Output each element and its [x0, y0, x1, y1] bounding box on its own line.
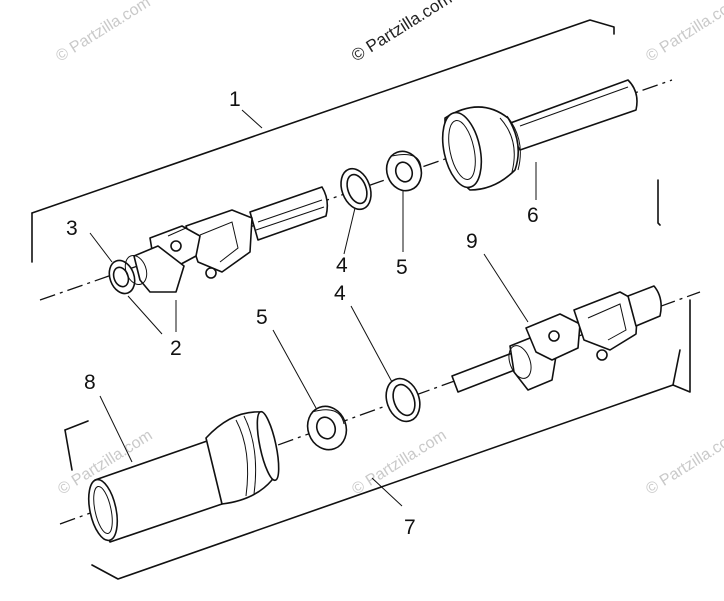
part-8-tube-boot — [87, 410, 280, 543]
watermark-top-right: © Partzilla.com — [643, 0, 724, 65]
callout-1: 1 — [229, 88, 241, 111]
callout-6: 6 — [527, 204, 539, 227]
callout-9: 9 — [466, 230, 478, 253]
callout-7: 7 — [404, 516, 416, 539]
watermark-main: © Partzilla.com — [348, 0, 455, 65]
part-4-ring-bottom — [385, 377, 421, 423]
callout-3: 3 — [66, 217, 78, 240]
upper-assembly-bracket — [31, 19, 661, 263]
lower-u-joint-assembly — [451, 285, 662, 393]
watermark-top-left: © Partzilla.com — [53, 0, 153, 65]
upper-u-joint-assembly — [108, 186, 329, 295]
callout-4-top: 4 — [336, 254, 348, 277]
callout-8: 8 — [84, 371, 96, 394]
part-5-washer-bottom — [306, 405, 348, 451]
callout-5-bottom: 5 — [256, 306, 268, 329]
watermark-bottom-right: © Partzilla.com — [643, 427, 724, 499]
callout-5-top: 5 — [396, 256, 408, 279]
watermark-bottom-center: © Partzilla.com — [349, 427, 449, 499]
part-5-washer-top — [385, 150, 423, 192]
callout-4-bottom: 4 — [334, 282, 346, 305]
lower-assembly-bracket — [64, 299, 691, 580]
part-6-shaft-boot — [441, 79, 638, 191]
callout-2: 2 — [170, 337, 182, 360]
leader-lines — [89, 109, 537, 507]
lower-centerline — [59, 291, 701, 525]
part-4-ring-top — [340, 167, 372, 211]
